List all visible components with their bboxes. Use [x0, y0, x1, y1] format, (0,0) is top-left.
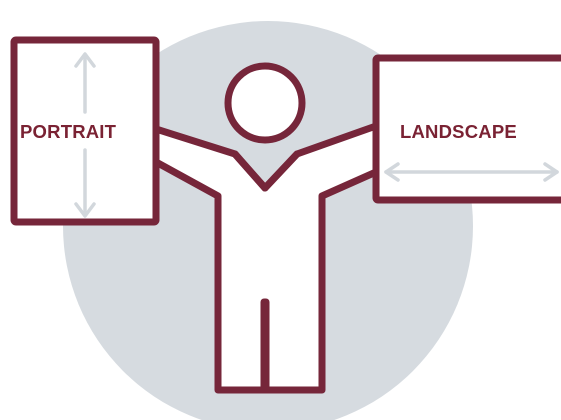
person-head [224, 62, 306, 144]
portrait-label: PORTRAIT [20, 121, 117, 142]
person-icon [152, 62, 380, 394]
person-collar-left [231, 150, 269, 192]
landscape-label: LANDSCAPE [400, 121, 517, 142]
person-collar-right [261, 150, 301, 192]
vertical-double-arrow-icon [74, 52, 96, 218]
horizontal-double-arrow-icon [384, 162, 559, 182]
